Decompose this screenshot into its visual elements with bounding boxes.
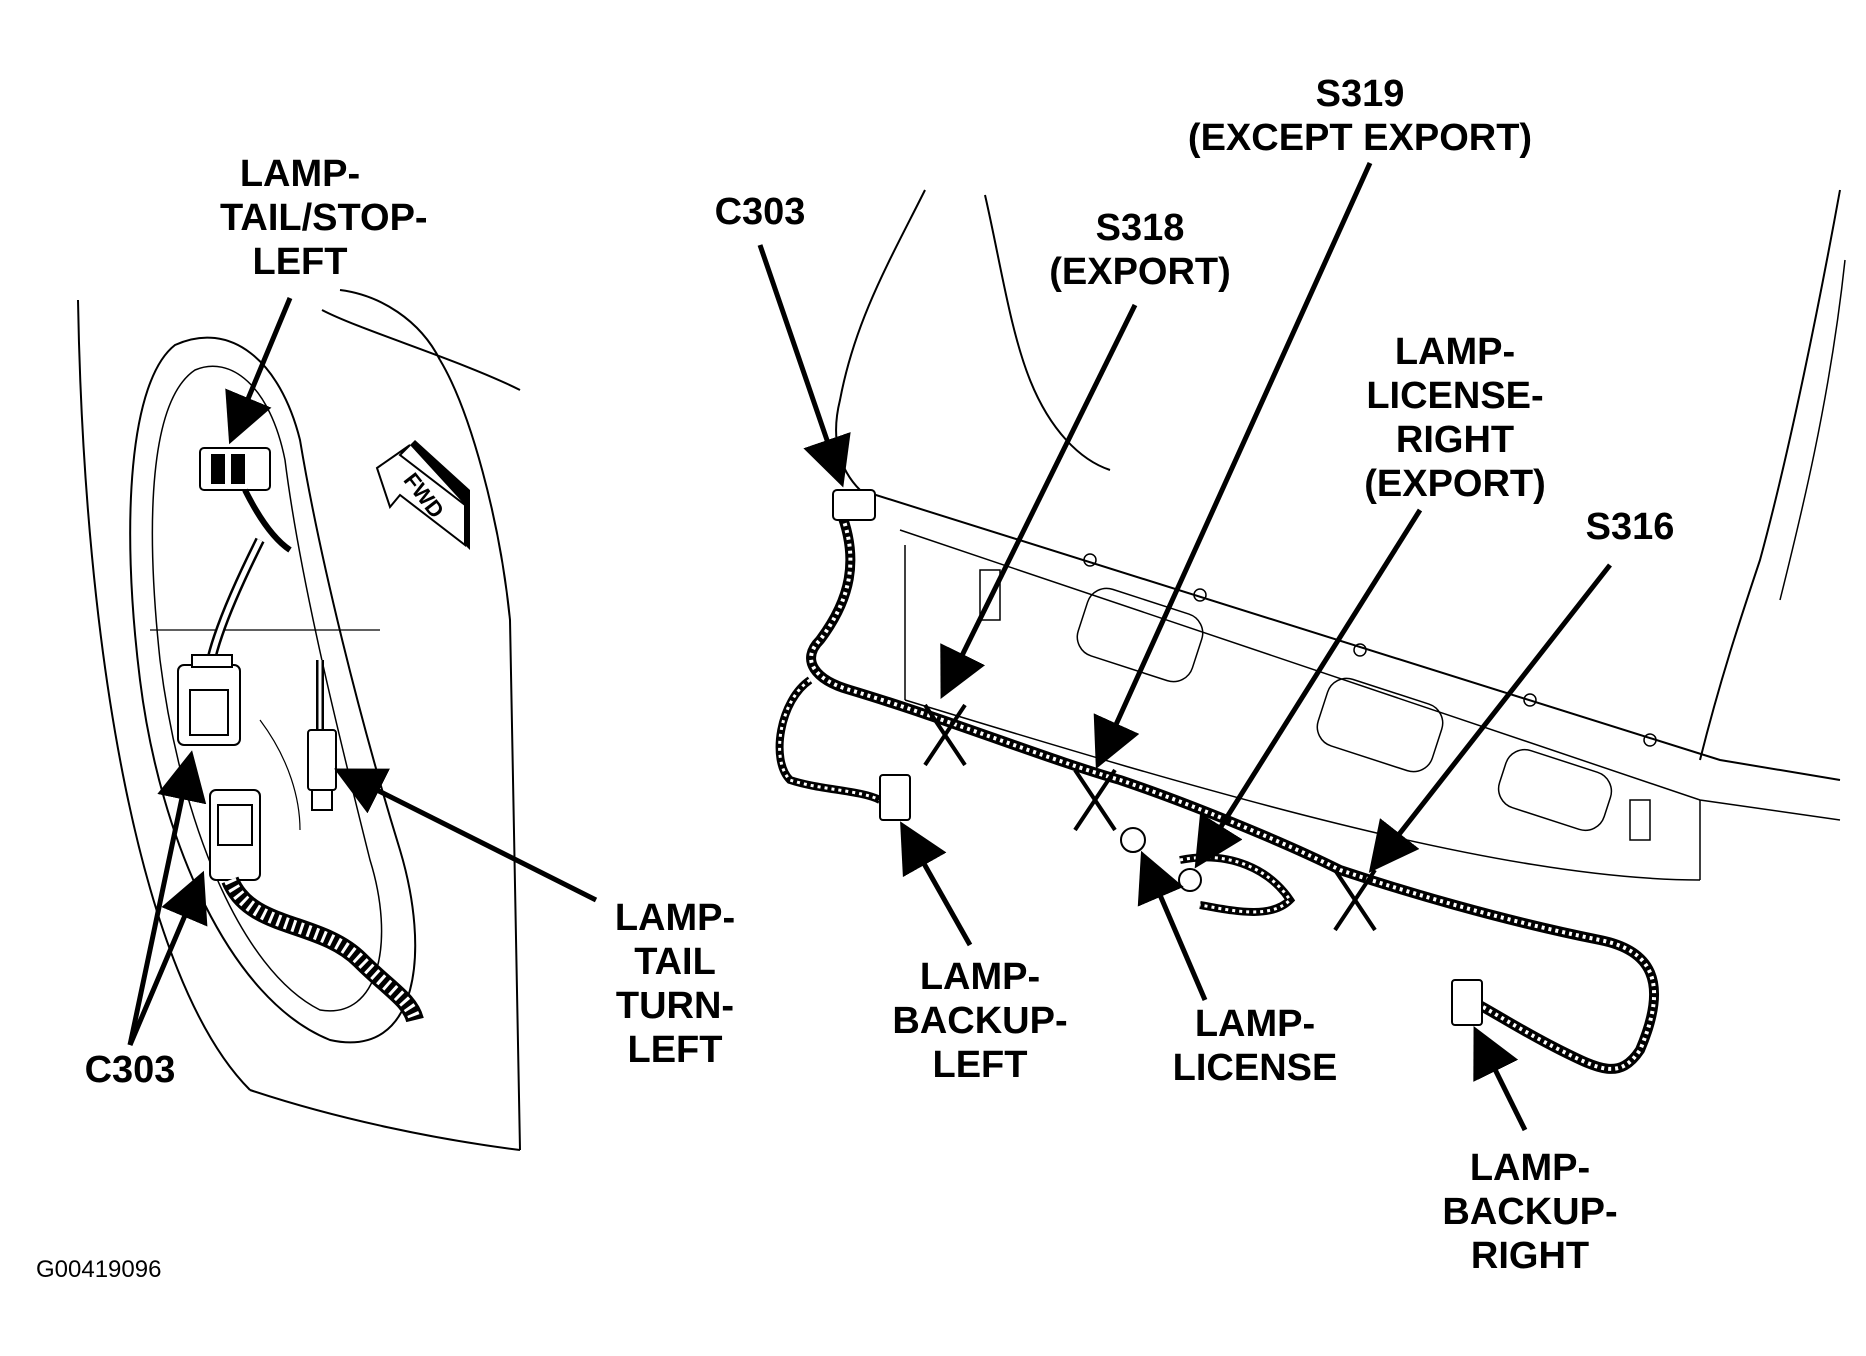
arrow-c303-left-upper (127, 750, 207, 1046)
arrow-s316 (1368, 563, 1612, 873)
license-lamp-icon (1120, 827, 1146, 853)
label-s318: S318 (EXPORT) (1049, 207, 1231, 293)
label-c303-top: C303 (714, 191, 806, 233)
rear-harness (775, 508, 1660, 1074)
label-lamp-tail-stop-left: LAMP- TAIL/STOP- LEFT (220, 153, 428, 283)
splice-s318-icon (923, 703, 967, 767)
arrow-c303-left-lower (127, 870, 208, 1046)
label-lamp-backup-left: LAMP- BACKUP- LEFT (892, 956, 1068, 1086)
backup-right-connector-icon (1451, 979, 1483, 1026)
label-c303-bottom: C303 (84, 1049, 176, 1091)
c303-rear-connector-icon (832, 489, 876, 521)
rear-body-structure (835, 189, 1846, 881)
label-lamp-tail-turn-left: LAMP- TAIL TURN- LEFT (614, 897, 736, 1071)
backup-left-connector-icon (879, 774, 911, 821)
splice-s319-icon (1073, 768, 1117, 832)
arrow-c303-rear (757, 244, 851, 488)
arrow-lamp-license (1137, 850, 1208, 1001)
arrow-lamp-tail-turn-left (334, 768, 598, 903)
arrow-s319 (1093, 161, 1373, 770)
fwd-arrow-icon: FWD (375, 440, 470, 550)
arrow-lamp-tail-stop-left (225, 297, 293, 445)
label-lamp-backup-right: LAMP- BACKUP- RIGHT (1442, 1147, 1618, 1277)
leader-arrows (127, 161, 1612, 1132)
label-lamp-license-right: LAMP- LICENSE- RIGHT (EXPORT) (1364, 331, 1546, 505)
arrow-lamp-license-right (1194, 508, 1423, 869)
arrow-s318 (940, 303, 1138, 699)
license-right-lamp-icon (1178, 868, 1202, 892)
rear-connectors (832, 489, 1483, 1026)
figure-id: G00419096 (36, 1256, 162, 1283)
label-s319: S319 (EXCEPT EXPORT) (1187, 73, 1533, 159)
splice-marks (923, 703, 1377, 932)
left-harness (177, 447, 424, 1023)
arrow-lamp-backup-right (1473, 1026, 1528, 1132)
label-s316: S316 (1585, 506, 1675, 548)
label-lamp-license: LAMP- LICENSE (1172, 1003, 1338, 1089)
tail-turn-connector-icon (307, 729, 337, 791)
arrow-lamp-backup-left (900, 821, 973, 947)
left-quarter-panel (77, 289, 521, 1151)
splice-s316-icon (1333, 868, 1377, 932)
